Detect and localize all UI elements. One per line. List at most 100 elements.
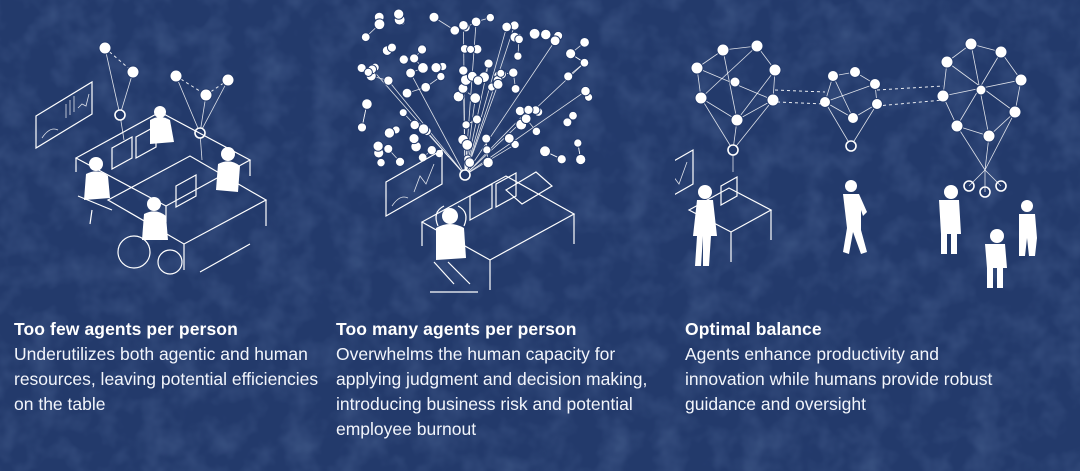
agent-node-icon <box>508 67 519 78</box>
agent-node-icon <box>436 71 446 82</box>
agent-node-icon <box>360 32 371 43</box>
agent-node-icon <box>420 81 432 93</box>
agent-node-icon <box>449 25 461 36</box>
agent-node-icon <box>356 122 368 133</box>
agent-node-icon <box>469 92 482 104</box>
panel-description: Underutilizes both agentic and human res… <box>14 344 319 414</box>
agent-node-icon <box>575 153 587 166</box>
dashboard-monitor-icon <box>675 148 694 195</box>
person-figure-icon <box>430 205 478 293</box>
agent-node-icon <box>579 37 590 48</box>
agent-node-icon <box>492 78 504 90</box>
panel-title: Optimal balance <box>685 319 822 339</box>
agent-node-icon <box>563 71 574 82</box>
panel-title: Too few agents per person <box>14 319 238 339</box>
agent-node-icon <box>565 48 577 60</box>
agent-node-icon <box>386 42 397 53</box>
agent-node-icon <box>513 51 523 61</box>
agent-node-icon <box>458 65 469 76</box>
agent-node-icon <box>580 85 591 97</box>
agent-node-icon <box>426 144 437 156</box>
agent-node-icon <box>394 156 406 167</box>
agent-node-icon <box>464 157 476 168</box>
panel-description: Overwhelms the human capacity for applyi… <box>336 344 648 439</box>
agent-node-icon <box>472 75 484 86</box>
panel-1-caption: Too few agents per person Underutilizes … <box>14 318 324 417</box>
agent-node-icon <box>531 126 542 137</box>
agent-network <box>98 41 235 161</box>
agent-cluster-right <box>936 37 1028 198</box>
agent-node-icon <box>510 139 520 150</box>
agent-node-icon <box>496 68 506 78</box>
agent-node-icon <box>393 8 405 20</box>
agent-node-icon <box>514 34 524 45</box>
agent-node-icon <box>523 104 534 115</box>
agent-node-icon <box>417 123 430 135</box>
agent-node-icon <box>556 154 567 165</box>
agent-node-icon <box>430 62 442 74</box>
agent-node-icon <box>376 157 386 168</box>
agent-node-icon <box>417 62 429 74</box>
agent-node-icon <box>471 114 482 125</box>
agent-node-icon <box>579 57 590 68</box>
agent-node-icon <box>372 140 384 152</box>
agent-node-icon <box>470 16 482 28</box>
agent-node-icon <box>549 35 561 47</box>
agent-node-icon <box>98 41 112 55</box>
agent-node-icon <box>373 18 386 31</box>
agent-cluster-left <box>690 39 782 172</box>
agent-node-icon <box>401 87 413 99</box>
agent-node-icon <box>485 12 496 23</box>
agent-hub-icon <box>114 109 126 121</box>
panel-3-caption: Optimal balance Agents enhance productiv… <box>685 318 995 417</box>
agent-node-icon <box>199 88 213 102</box>
agent-node-icon <box>398 108 408 118</box>
agent-cluster-middle <box>819 66 883 152</box>
agent-node-icon <box>221 73 235 87</box>
agent-node-icon <box>169 69 183 83</box>
agent-node-icon <box>416 44 428 55</box>
agent-node-icon <box>503 133 515 144</box>
agent-node-icon <box>383 127 396 139</box>
agent-node-icon <box>482 145 492 155</box>
agent-node-icon <box>461 138 474 151</box>
agent-node-icon <box>363 67 373 77</box>
too-many-agents-illustration <box>356 8 594 293</box>
agent-swarm <box>356 8 594 176</box>
agent-node-icon <box>405 67 416 79</box>
agent-node-icon <box>568 110 578 121</box>
agent-node-icon <box>428 11 440 23</box>
agent-node-icon <box>458 20 469 31</box>
agent-node-icon <box>528 27 541 40</box>
agent-node-icon <box>409 53 420 64</box>
panel-too-many-agents: Too many agents per person Overwhelms th… <box>330 0 675 471</box>
panel-description: Agents enhance productivity and innovati… <box>685 344 993 414</box>
agent-hub-icon <box>459 169 471 181</box>
agent-node-icon <box>539 145 551 158</box>
panel-title: Too many agents per person <box>336 319 577 339</box>
panel-too-few-agents: Too few agents per person Underutilizes … <box>0 0 330 471</box>
agent-node-icon <box>398 54 409 65</box>
agent-node-icon <box>573 138 583 148</box>
panel-optimal-balance: Optimal balance Agents enhance productiv… <box>675 0 1080 471</box>
agent-node-icon <box>520 113 532 125</box>
agent-node-icon <box>510 83 521 94</box>
agent-node-icon <box>383 75 394 86</box>
dashboard-monitor-icon <box>385 148 443 218</box>
panel-2-caption: Too many agents per person Overwhelms th… <box>336 318 666 442</box>
agent-node-icon <box>461 120 471 130</box>
optimal-balance-illustration <box>675 37 1037 288</box>
person-figure-icon <box>77 106 240 275</box>
desk-icon <box>687 175 773 262</box>
agent-node-icon <box>481 133 492 144</box>
agent-node-icon <box>408 133 420 145</box>
agent-node-icon <box>562 117 573 128</box>
desk-icon <box>420 171 576 290</box>
agent-node-icon <box>483 58 494 69</box>
agent-node-icon <box>409 119 420 131</box>
agent-node-icon <box>361 98 373 110</box>
agent-node-icon <box>540 28 552 41</box>
agent-node-icon <box>356 62 367 73</box>
agent-node-icon <box>501 21 512 33</box>
person-figure-icon <box>693 180 1037 288</box>
